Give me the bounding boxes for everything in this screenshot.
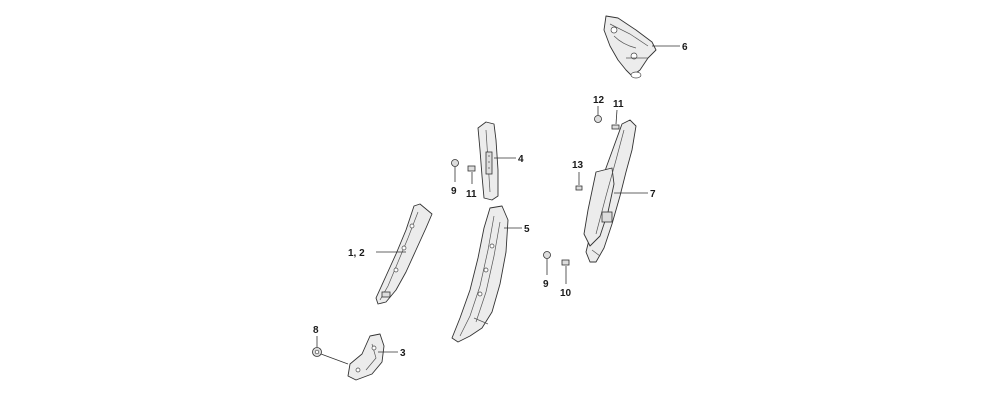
fastener-11-center[interactable] xyxy=(467,165,476,184)
callout-4-label: 4 xyxy=(518,154,524,165)
callout-12-label: 12 xyxy=(593,95,605,106)
fastener-9-right[interactable] xyxy=(543,251,551,276)
fastener-12[interactable] xyxy=(594,106,602,123)
callout-3-label: 3 xyxy=(400,348,406,359)
callout-8-label: 8 xyxy=(313,325,319,336)
callout-4: 4 xyxy=(494,154,524,165)
fastener-11-right[interactable] xyxy=(611,109,620,130)
part-1-2-left-pillar-trim[interactable] xyxy=(375,203,433,305)
callout-10-label: 10 xyxy=(560,288,572,299)
part-7-pillar-trim[interactable] xyxy=(583,119,637,263)
callout-1-2: 1, 2 xyxy=(348,248,406,259)
callout-3: 3 xyxy=(378,348,406,359)
callout-6-label: 6 xyxy=(682,42,688,53)
fastener-10[interactable] xyxy=(561,259,570,284)
part-4-center-upper-trim[interactable] xyxy=(477,121,499,201)
callout-11a-label: 11 xyxy=(466,189,477,200)
fastener-9-center[interactable] xyxy=(451,159,459,183)
callout-7-label: 7 xyxy=(650,189,656,200)
callout-7: 7 xyxy=(614,189,656,200)
callout-13-label: 13 xyxy=(572,160,584,171)
fastener-13[interactable] xyxy=(575,172,583,191)
part-3-lower-trim[interactable] xyxy=(347,333,385,381)
callout-5-label: 5 xyxy=(524,224,530,235)
callout-1-2-label: 1, 2 xyxy=(348,248,365,259)
callout-9a-label: 9 xyxy=(451,186,457,197)
fastener-8[interactable] xyxy=(312,336,349,365)
callout-11b-label: 11 xyxy=(613,99,624,110)
part-5-center-pillar-trim[interactable] xyxy=(451,205,509,343)
callout-5: 5 xyxy=(504,224,530,235)
callout-9b-label: 9 xyxy=(543,279,549,290)
callout-6: 6 xyxy=(652,42,688,53)
part-6-upper-trim[interactable] xyxy=(603,15,657,79)
